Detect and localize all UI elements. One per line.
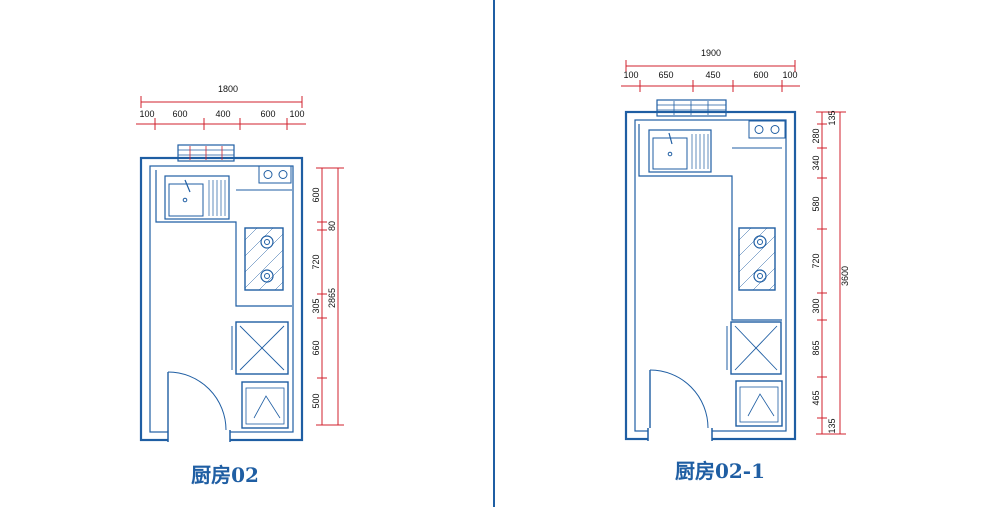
right-segment-label: 500 bbox=[311, 393, 321, 408]
fridge-cross bbox=[734, 325, 778, 371]
right-dimensions-1: 600 80 720 305 660 500 2865 bbox=[311, 167, 344, 426]
right-segment-label: 280 bbox=[811, 128, 821, 143]
top-dimensions-2: 1900 100 650 450 600 100 bbox=[621, 48, 800, 92]
right-total-label: 2865 bbox=[327, 288, 337, 308]
right-segment-label: 720 bbox=[811, 253, 821, 268]
top-segment-label: 100 bbox=[139, 109, 154, 119]
top-segment-label: 600 bbox=[753, 70, 768, 80]
right-segment-label: 865 bbox=[811, 340, 821, 355]
outlet-circle bbox=[754, 125, 764, 134]
washer-outline bbox=[735, 380, 783, 427]
washer-inner bbox=[739, 386, 779, 423]
walls-2 bbox=[624, 110, 797, 442]
window-frame bbox=[177, 144, 235, 162]
sink-drain bbox=[182, 197, 188, 203]
sink-outline bbox=[648, 129, 712, 173]
fridge-outline bbox=[730, 321, 782, 375]
right-segment-label: 80 bbox=[327, 221, 337, 231]
plan-kitchen-02: 1800 100 600 400 600 100 bbox=[136, 84, 344, 487]
sink-faucet bbox=[184, 179, 191, 193]
top-segment-label: 450 bbox=[705, 70, 720, 80]
washer-mark bbox=[747, 393, 775, 417]
plan-caption: 厨房02 bbox=[191, 463, 259, 487]
right-segment-label: 340 bbox=[811, 155, 821, 170]
stove-1 bbox=[244, 227, 284, 291]
sink-basin bbox=[652, 137, 688, 170]
window-2 bbox=[656, 99, 727, 117]
counter-edge bbox=[638, 124, 782, 321]
fridge-outline bbox=[235, 321, 289, 375]
door-swing-arc bbox=[167, 371, 227, 431]
outlet-box bbox=[258, 165, 292, 184]
stove-outline bbox=[244, 227, 284, 291]
outlet-circle bbox=[770, 125, 780, 134]
washer-mark bbox=[253, 395, 281, 419]
window-frame bbox=[656, 99, 727, 117]
door-swing-arc bbox=[649, 369, 709, 429]
window-1 bbox=[177, 144, 235, 162]
burner-center bbox=[264, 239, 270, 245]
right-total-label: 3600 bbox=[840, 266, 850, 286]
burner-icon bbox=[753, 269, 767, 283]
plan-caption: 厨房02-1 bbox=[675, 459, 765, 483]
burner-icon bbox=[260, 269, 274, 283]
right-segment-label: 720 bbox=[311, 254, 321, 269]
washer-outline bbox=[241, 381, 289, 429]
fridge-2 bbox=[726, 321, 782, 375]
fridge-1 bbox=[231, 321, 289, 375]
top-segment-label: 650 bbox=[658, 70, 673, 80]
right-segment-label: 465 bbox=[811, 390, 821, 405]
door-1 bbox=[167, 371, 227, 431]
sink-drain bbox=[667, 151, 673, 157]
right-segment-label: 300 bbox=[811, 298, 821, 313]
top-total-label: 1800 bbox=[218, 84, 238, 94]
washer-1 bbox=[241, 381, 289, 429]
burner-center bbox=[757, 273, 763, 279]
sink-1 bbox=[164, 175, 230, 220]
outlet-box bbox=[748, 120, 786, 139]
right-segment-label: 580 bbox=[811, 196, 821, 211]
right-segment-label: 305 bbox=[311, 298, 321, 313]
outlet-circle bbox=[278, 170, 288, 179]
inner-wall bbox=[149, 165, 294, 433]
top-segment-label: 600 bbox=[260, 109, 275, 119]
outlet-box-2 bbox=[748, 120, 786, 139]
burner-center bbox=[757, 239, 763, 245]
washer-inner bbox=[245, 387, 285, 425]
sink-2 bbox=[648, 129, 712, 173]
top-total-label: 1900 bbox=[701, 48, 721, 58]
walls-1 bbox=[139, 156, 304, 444]
sink-outline bbox=[164, 175, 230, 220]
door-gap bbox=[168, 430, 230, 444]
door-gap bbox=[648, 428, 712, 442]
outlet-circle bbox=[263, 170, 273, 179]
sink-faucet bbox=[668, 132, 673, 145]
top-dimensions-1: 1800 100 600 400 600 100 bbox=[136, 84, 306, 130]
right-segment-label: 135 bbox=[827, 418, 837, 433]
top-segment-label: 400 bbox=[215, 109, 230, 119]
top-segment-label: 100 bbox=[623, 70, 638, 80]
right-segment-label: 135 bbox=[827, 110, 837, 125]
burner-center bbox=[264, 273, 270, 279]
burner-icon bbox=[753, 235, 767, 249]
counter-edge bbox=[155, 170, 292, 307]
plan-kitchen-02-1: 1900 100 650 450 600 100 bbox=[621, 48, 850, 483]
right-segment-label: 600 bbox=[311, 187, 321, 202]
sink-basin bbox=[168, 183, 204, 217]
top-segment-label: 100 bbox=[782, 70, 797, 80]
stove-outline bbox=[738, 227, 776, 291]
right-segment-label: 660 bbox=[311, 340, 321, 355]
right-dimensions-2: 135 280 340 580 720 300 865 465 135 3600 bbox=[811, 110, 850, 435]
burner-icon bbox=[260, 235, 274, 249]
top-segment-label: 600 bbox=[172, 109, 187, 119]
top-segment-label: 100 bbox=[289, 109, 304, 119]
stove-2 bbox=[738, 227, 776, 291]
fridge-cross bbox=[239, 325, 285, 371]
washer-2 bbox=[735, 380, 783, 427]
door-2 bbox=[649, 369, 709, 429]
outlet-box-1 bbox=[258, 165, 292, 184]
